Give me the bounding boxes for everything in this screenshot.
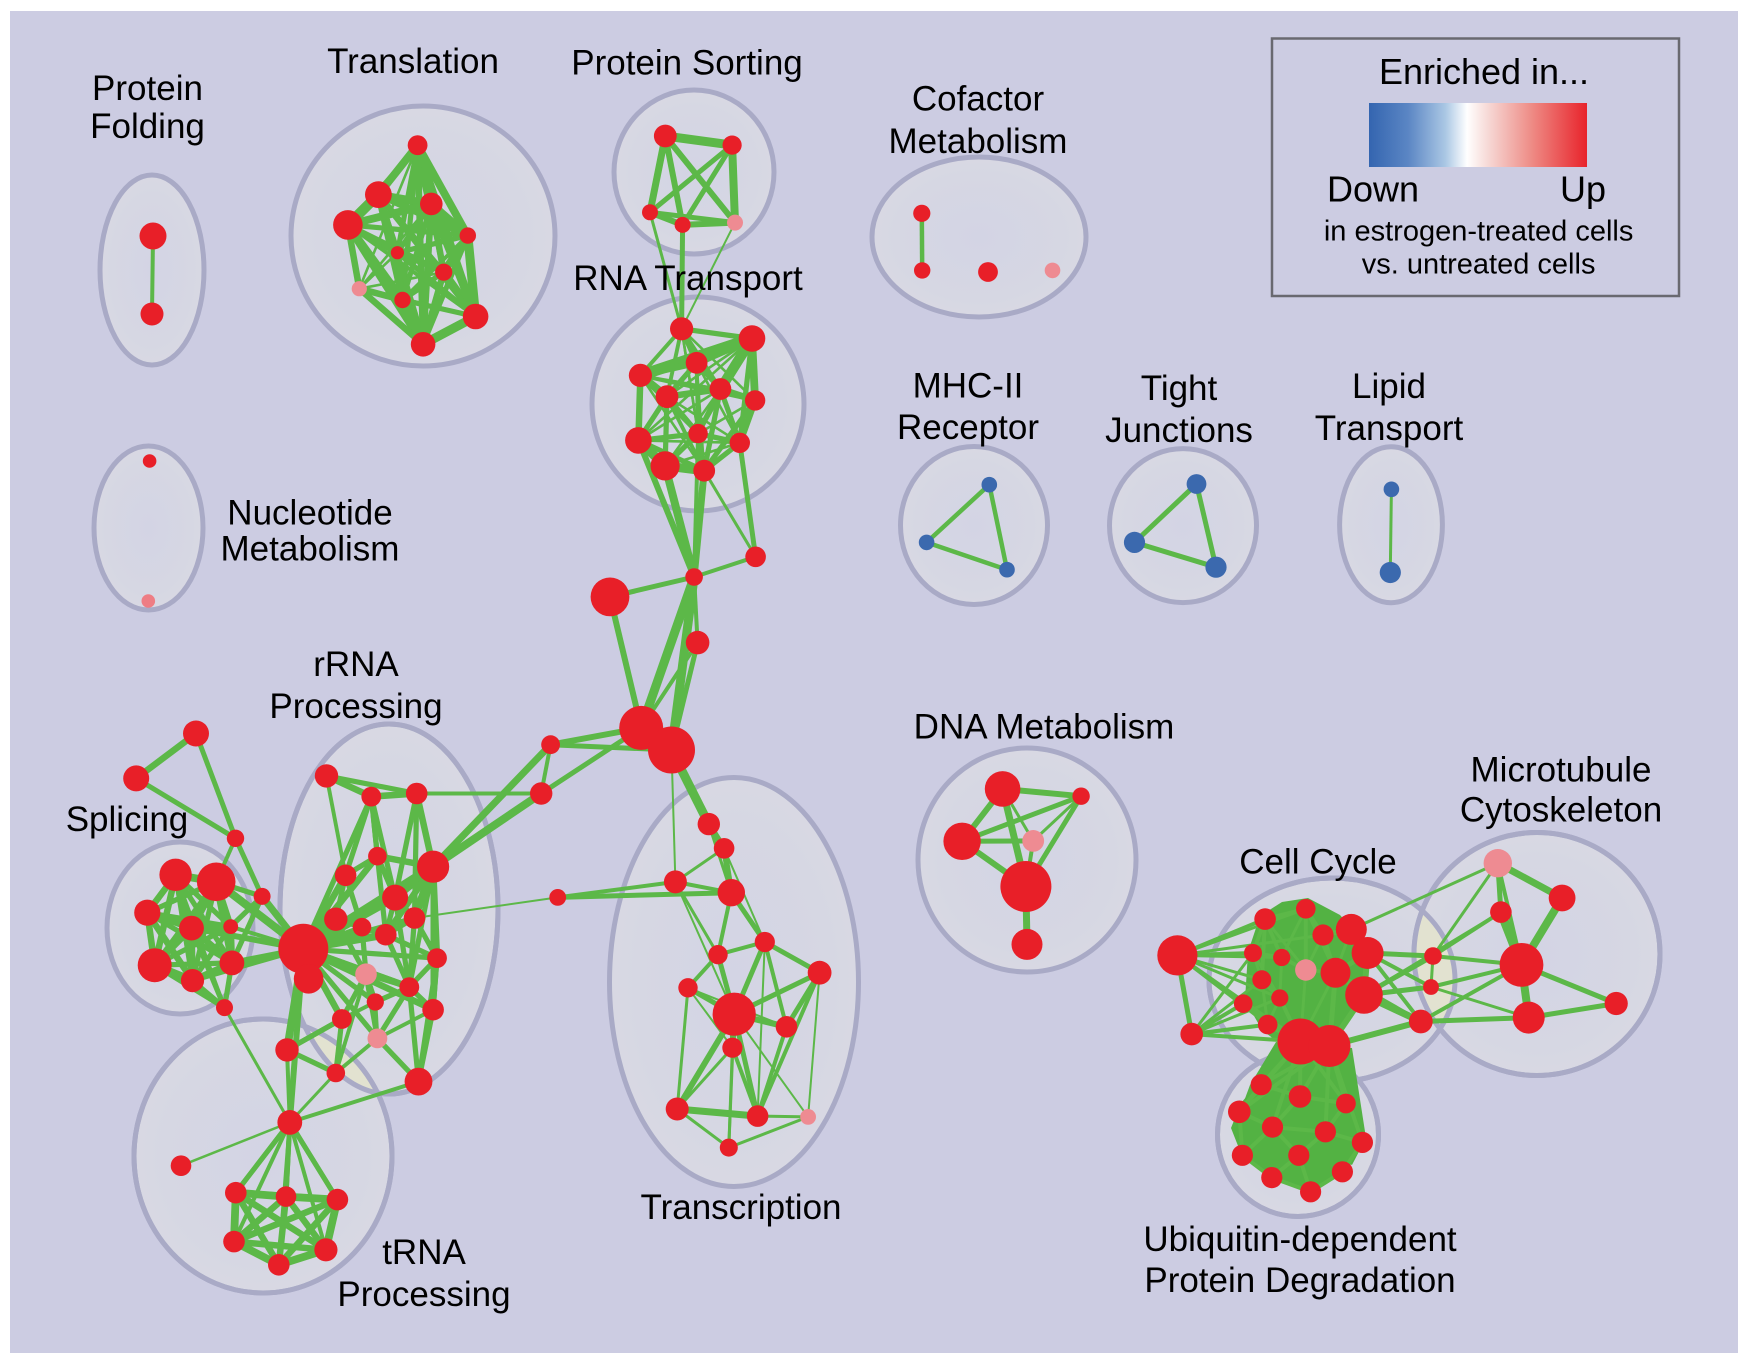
svg-text:RNA Transport: RNA Transport	[573, 259, 803, 298]
svg-text:Processing: Processing	[269, 687, 442, 726]
svg-text:Enriched in...: Enriched in...	[1379, 51, 1589, 92]
svg-text:Splicing: Splicing	[66, 800, 189, 839]
svg-text:rRNA: rRNA	[313, 645, 399, 684]
svg-text:Transport: Transport	[1315, 409, 1464, 448]
svg-text:Nucleotide: Nucleotide	[227, 494, 392, 533]
svg-text:Microtubule: Microtubule	[1471, 750, 1652, 789]
svg-text:Metabolism: Metabolism	[221, 530, 400, 569]
svg-text:DNA Metabolism: DNA Metabolism	[914, 708, 1175, 747]
svg-text:Folding: Folding	[90, 107, 205, 146]
svg-text:Protein Sorting: Protein Sorting	[571, 44, 803, 83]
svg-text:Tight: Tight	[1141, 369, 1218, 408]
svg-text:Protein: Protein	[92, 69, 203, 108]
svg-text:Transcription: Transcription	[641, 1188, 842, 1227]
svg-text:Lipid: Lipid	[1352, 367, 1426, 406]
svg-text:Ubiquitin-dependent: Ubiquitin-dependent	[1143, 1220, 1457, 1259]
svg-text:Cell Cycle: Cell Cycle	[1239, 842, 1397, 881]
svg-text:Cytoskeleton: Cytoskeleton	[1460, 790, 1662, 829]
svg-text:vs. untreated cells: vs. untreated cells	[1362, 249, 1596, 281]
svg-text:tRNA: tRNA	[382, 1233, 466, 1272]
svg-text:Protein Degradation: Protein Degradation	[1144, 1261, 1455, 1300]
svg-text:in estrogen-treated cells: in estrogen-treated cells	[1324, 216, 1634, 248]
svg-text:Down: Down	[1327, 168, 1419, 209]
svg-text:Translation: Translation	[327, 42, 499, 81]
svg-text:MHC-II: MHC-II	[913, 366, 1024, 405]
svg-text:Cofactor: Cofactor	[912, 80, 1045, 119]
svg-text:Up: Up	[1560, 168, 1606, 209]
svg-text:Metabolism: Metabolism	[889, 122, 1068, 161]
svg-text:Junctions: Junctions	[1105, 411, 1253, 450]
svg-text:Receptor: Receptor	[897, 408, 1039, 447]
svg-text:Processing: Processing	[337, 1275, 510, 1314]
